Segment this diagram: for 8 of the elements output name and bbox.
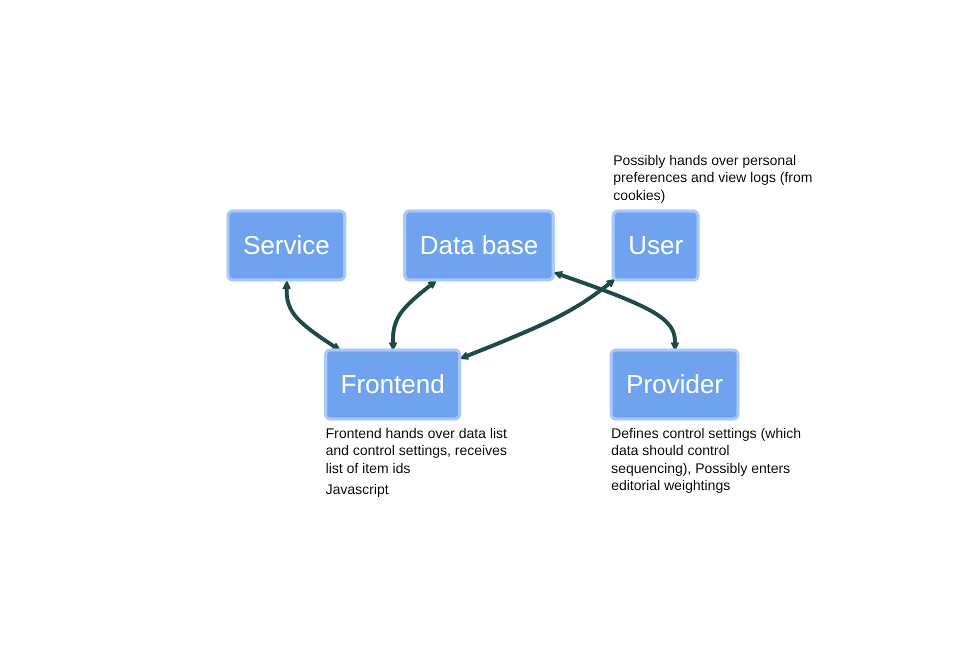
arrow: [460, 278, 616, 360]
note-text: Javascript: [326, 481, 390, 499]
note-text: Frontend hands over data list and control settings, receives list of item ids: [326, 424, 508, 478]
arrow: [388, 280, 437, 351]
arrow: [282, 280, 341, 351]
note-text: Defines control settings (which data should control sequencing), Possibly enters editorial weightings: [611, 424, 802, 495]
arrow: [554, 271, 680, 351]
note-text: Possibly hands over personal preferences and view logs (from cookies): [613, 152, 814, 204]
